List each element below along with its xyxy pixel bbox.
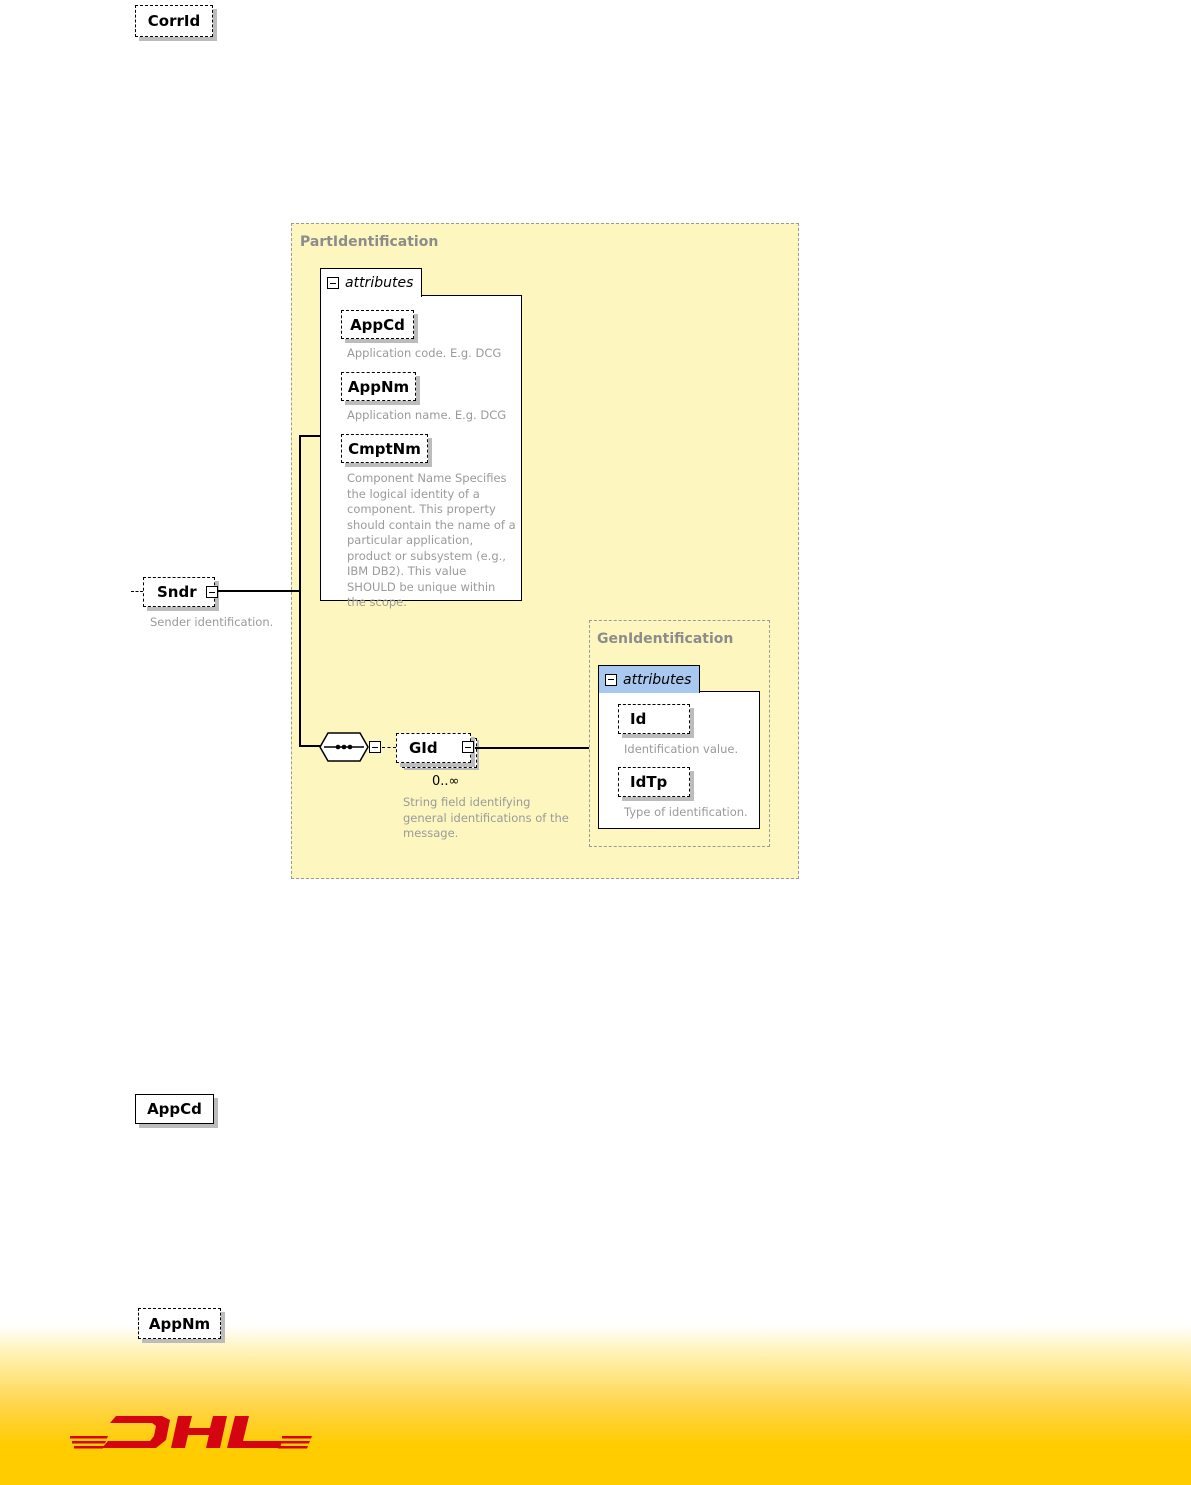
dhl-logo (70, 1416, 312, 1449)
attributes-branch-line (299, 435, 320, 437)
attribute-appnm-doc: Application name. E.g. DCG (347, 408, 507, 422)
gid-element: GId (396, 733, 471, 763)
attribute-id-doc: Identification value. (624, 742, 739, 756)
gen-attributes-tab[interactable]: attributes (598, 665, 700, 693)
appcd-element: AppCd (135, 1094, 214, 1124)
attribute-cmptnm-doc: Component Name Specifies the logical ide… (347, 471, 516, 609)
attribute-appnm: AppNm (341, 372, 416, 401)
sequence-branch-line (299, 745, 321, 747)
appnm-label: AppNm (148, 1314, 211, 1333)
gid-type-connector (475, 747, 599, 749)
genidentification-title: GenIdentification (597, 631, 734, 647)
collapse-icon[interactable] (327, 277, 339, 289)
sender-label: Sndr (157, 583, 197, 601)
sender-connector (218, 590, 300, 592)
part-attributes-tab[interactable]: attributes (320, 268, 422, 297)
sender-incoming-connector (131, 591, 143, 592)
appnm-element: AppNm (138, 1308, 221, 1339)
gid-collapse-icon[interactable] (462, 741, 474, 753)
collapse-icon[interactable] (605, 673, 617, 686)
gid-multiplicity: 0..∞ (432, 774, 460, 789)
part-attributes-label: attributes (345, 275, 414, 291)
attribute-appcd: AppCd (341, 310, 414, 339)
attribute-cmptnm-label: CmptNm (348, 439, 421, 458)
attribute-appcd-doc: Application code. E.g. DCG (347, 346, 502, 360)
dhl-footer-band (0, 1325, 1191, 1485)
sender-collapse-icon[interactable] (206, 586, 218, 598)
gid-label: GId (409, 739, 438, 757)
gen-attributes-label: attributes (623, 671, 692, 688)
sequence-collapse-icon[interactable] (369, 741, 381, 753)
attribute-idtp-label: IdTp (630, 773, 668, 791)
gid-doc: String field identifying general identif… (403, 795, 569, 840)
attribute-idtp: IdTp (618, 767, 690, 797)
sender-element: Sndr (143, 577, 215, 607)
tree-trunk-line (299, 435, 301, 746)
attribute-idtp-doc: Type of identification. (624, 805, 748, 819)
corrid-element: CorrId (135, 5, 213, 37)
attribute-id-label: Id (630, 710, 647, 728)
attribute-cmptnm: CmptNm (341, 434, 428, 463)
attribute-id: Id (618, 704, 690, 734)
sequence-to-gid-connector (382, 747, 396, 748)
corrid-label: CorrId (147, 12, 201, 30)
attribute-appcd-label: AppCd (350, 315, 405, 334)
partidentification-title: PartIdentification (300, 234, 439, 250)
attribute-appnm-label: AppNm (347, 377, 410, 396)
appcd-label: AppCd (147, 1100, 202, 1118)
sequence-compositor (319, 732, 369, 762)
sender-doc: Sender identification. (150, 615, 274, 629)
